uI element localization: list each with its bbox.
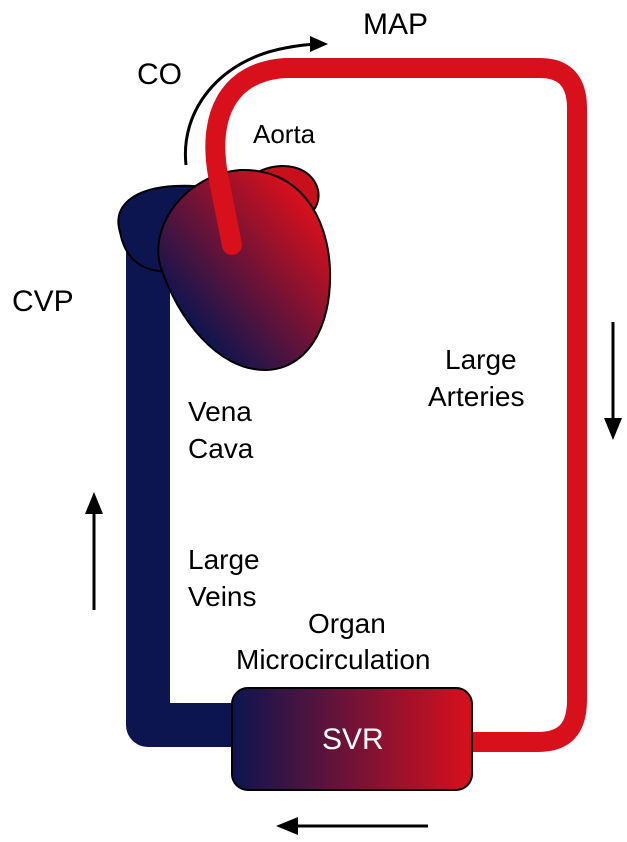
svr-box xyxy=(231,687,473,791)
heart-ventricles xyxy=(157,168,332,372)
arteries-down-arrow-head xyxy=(604,418,622,440)
svr-left-arrow-head xyxy=(276,817,298,835)
large-veins-label-line2: Veins xyxy=(188,581,257,612)
vena-cava-label-line2: Cava xyxy=(188,433,254,464)
co-arrow xyxy=(183,42,323,166)
aorta-label: Aorta xyxy=(253,119,316,149)
aorta-arteries-vessel xyxy=(205,58,587,752)
organ-label-line1: Organ xyxy=(308,608,386,639)
co-label: CO xyxy=(137,58,182,91)
co-arrow-head xyxy=(310,36,328,52)
large-arteries-label-line2: Arteries xyxy=(428,381,525,412)
vena-cava-label-line1: Vena xyxy=(188,396,252,427)
map-label: MAP xyxy=(363,8,429,41)
large-veins-vessel xyxy=(126,250,240,747)
cvp-label: CVP xyxy=(12,285,74,318)
large-veins-label-line1: Large xyxy=(188,544,260,575)
organ-label-line2: Microcirculation xyxy=(236,644,431,675)
svr-label: SVR xyxy=(322,723,384,756)
large-arteries-label-line1: Large xyxy=(445,344,517,375)
veins-up-arrow-head xyxy=(85,492,103,514)
